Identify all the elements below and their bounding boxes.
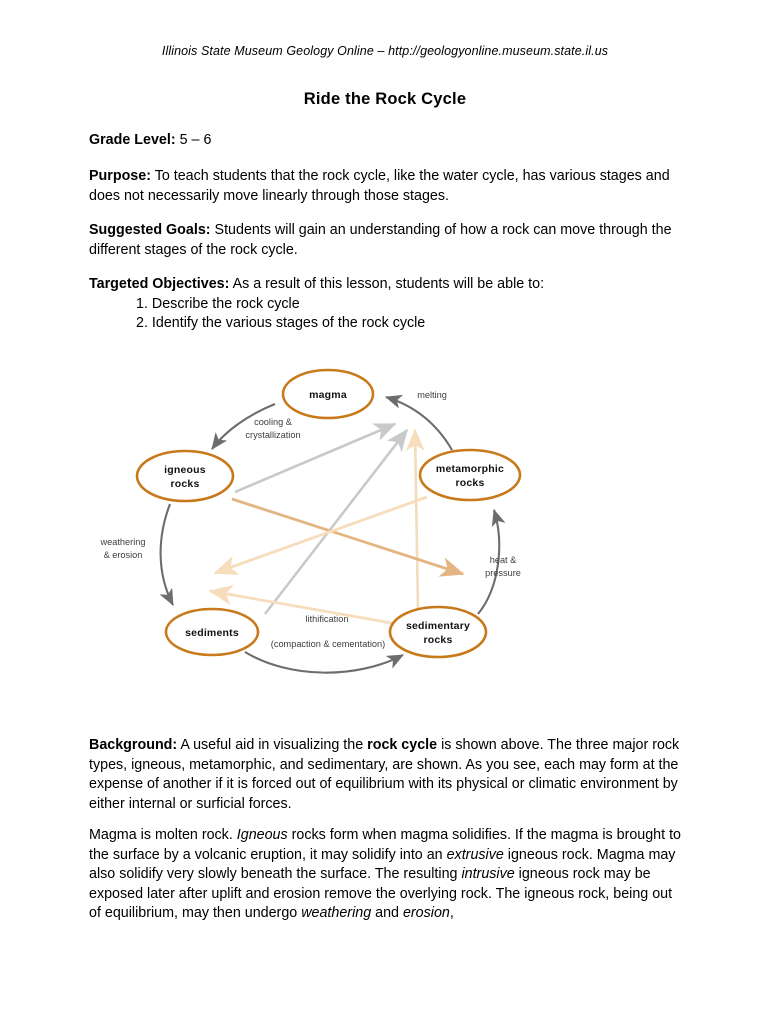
magma-text-s3: igneous rock. Magma may also solidify ve… — [89, 846, 676, 883]
edge-label-heat-line2: pressure — [485, 568, 521, 578]
magma-emph-weathering: weathering — [301, 905, 372, 921]
edge-label-cooling-line1: cooling & — [254, 417, 292, 427]
grade-level-section: Grade Level: 5 – 6 — [89, 131, 685, 151]
magma-emph-igneous: Igneous — [236, 827, 288, 843]
arrow-sedimentary-to-igneous — [208, 584, 398, 626]
node-sedimentary-label: sedimentary — [406, 620, 470, 632]
edge-label-melting-text: melting — [417, 390, 447, 400]
node-igneous-rocks[interactable]: igneous rocks — [135, 449, 235, 503]
edge-label-heat-line1: heat & — [490, 555, 517, 565]
arrow-sedimentary-to-magma — [405, 428, 425, 611]
background-text-part1: A useful aid in visualizing the — [180, 737, 368, 753]
arrow-metamorphic-to-magma — [384, 394, 453, 451]
edge-label-cooling-crystallization: cooling & crystallization — [245, 417, 300, 440]
node-igneous-label: igneous — [164, 464, 206, 476]
background-emphasis: rock cycle — [367, 737, 438, 753]
magma-emph-erosion: erosion — [402, 905, 450, 921]
grade-level-value: 5 – 6 — [179, 132, 212, 148]
arrow-metamorphic-to-sediments — [213, 495, 428, 575]
node-sedimentary-ellipse[interactable] — [388, 605, 488, 659]
arrow-igneous-to-sedimentary-rocks — [231, 497, 465, 577]
node-metamorphic-label-line2: rocks — [455, 477, 484, 489]
targeted-objectives-label: Targeted Objectives: — [89, 276, 230, 292]
magma-paragraph: Magma is molten rock. Igneous rocks form… — [89, 826, 685, 924]
page-title: Ride the Rock Cycle — [303, 90, 467, 108]
targeted-objectives-section: Targeted Objectives: As a result of this… — [89, 275, 685, 334]
node-magma-label: magma — [309, 389, 347, 401]
targeted-objectives-text: As a result of this lesson, students wil… — [232, 276, 545, 292]
background-text-part2: is shown above. The three major rock typ… — [89, 737, 680, 812]
arrow-magma-to-igneous — [211, 403, 276, 450]
arrow-sedimentary-to-metamorphic — [477, 508, 506, 615]
magma-text-s1: Magma is molten rock. — [89, 827, 237, 843]
magma-text-s2: rocks form when magma solidifies. If the… — [89, 827, 681, 863]
suggested-goals-label: Suggested Goals: — [89, 222, 211, 238]
grade-level-label: Grade Level: — [89, 132, 176, 148]
inner-cycle-arrows — [208, 422, 465, 626]
node-metamorphic-label: metamorphic — [436, 463, 504, 475]
node-sediments-label: sediments — [185, 627, 239, 639]
edge-label-weathering-line2: & erosion — [104, 550, 143, 560]
node-magma[interactable]: magma — [281, 368, 375, 420]
edge-label-heat-pressure: heat & pressure — [485, 555, 521, 578]
node-sediments[interactable]: sediments — [164, 607, 260, 657]
node-sediments-ellipse[interactable] — [164, 607, 260, 657]
purpose-section: Purpose: To teach students that the rock… — [89, 167, 685, 206]
edge-label-weathering-line1: weathering — [100, 537, 146, 547]
edge-label-weathering-erosion: weathering & erosion — [100, 537, 146, 560]
node-metamorphic-ellipse[interactable] — [418, 448, 522, 502]
background-label: Background: — [89, 737, 178, 753]
node-magma-ellipse[interactable] — [281, 368, 375, 420]
arrow-igneous-to-magma — [234, 422, 397, 494]
edge-label-lithification: lithification — [306, 614, 349, 624]
magma-text-s5: and — [371, 905, 403, 921]
background-section: Background: A useful aid in visualizing … — [89, 736, 685, 814]
arrow-sediments-to-magma — [263, 428, 409, 615]
list-item: 2. Identify the various stages of the ro… — [136, 315, 426, 331]
outer-cycle-arrows — [159, 394, 506, 674]
purpose-label: Purpose: — [89, 168, 151, 184]
magma-emph-intrusive: intrusive — [461, 866, 515, 882]
edge-label-lithification-text: lithification — [306, 614, 349, 624]
edge-label-cooling-line2: crystallization — [245, 430, 300, 440]
rock-cycle-diagram: magma igneous rocks metamorphic rocks se… — [85, 352, 685, 697]
suggested-goals-text: Students will gain an understanding of h… — [89, 222, 672, 258]
magma-emph-extrusive: extrusive — [446, 846, 504, 863]
node-sedimentary-rocks[interactable]: sedimentary rocks — [388, 605, 488, 659]
arrow-sediments-to-sedimentary — [244, 651, 404, 674]
node-sedimentary-label-line2: rocks — [423, 634, 452, 646]
magma-text-s4: igneous rock may be exposed later after … — [89, 866, 673, 921]
purpose-text: To teach students that the rock cycle, l… — [89, 168, 670, 204]
suggested-goals-section: Suggested Goals: Students will gain an u… — [89, 221, 685, 260]
node-igneous-label-line2: rocks — [170, 478, 199, 490]
edge-label-compaction-cementation: (compaction & cementation) — [271, 639, 385, 649]
objectives-list: 1. Describe the rock cycle 2. Identify t… — [89, 295, 685, 334]
node-igneous-ellipse[interactable] — [135, 449, 235, 503]
list-item: 1. Describe the rock cycle — [136, 295, 300, 312]
node-metamorphic-rocks[interactable]: metamorphic rocks — [418, 448, 522, 502]
running-head: Illinois State Museum Geology Online – h… — [161, 44, 609, 58]
edge-label-compaction-text: (compaction & cementation) — [271, 639, 385, 649]
magma-text-s6: , — [449, 905, 454, 921]
edge-label-melting: melting — [417, 390, 447, 400]
arrow-igneous-to-sediments — [159, 503, 174, 606]
